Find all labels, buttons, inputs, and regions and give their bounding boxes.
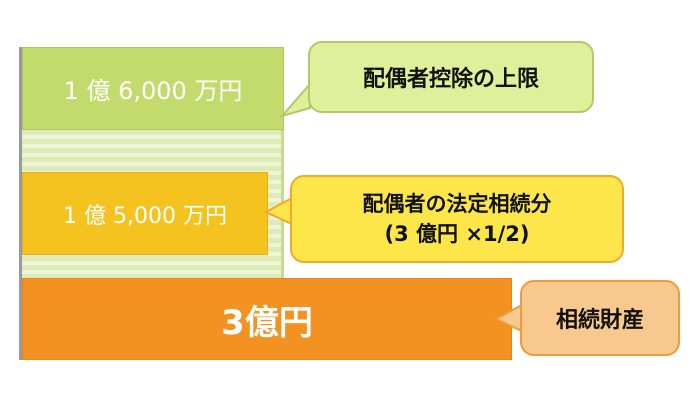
legal-share-block: 1 億 5,000 万円 — [22, 172, 268, 255]
callout-legal-share-line1: 配偶者の法定相続分 — [362, 192, 552, 216]
callout-deduction-limit: 配偶者控除の上限 — [308, 41, 594, 113]
callout-legal-share-line2: (3 億円 ×1/2) — [384, 222, 530, 246]
axis-line — [19, 47, 22, 360]
legal-share-amount: 1 億 5,000 万円 — [63, 203, 227, 229]
deduction-limit-block: 1 億 6,000 万円 — [22, 47, 284, 130]
callout-legal-share: 配偶者の法定相続分 (3 億円 ×1/2) — [290, 175, 624, 263]
deduction-limit-amount: 1 億 6,000 万円 — [63, 77, 243, 105]
callout-estate: 相続財産 — [520, 280, 680, 356]
estate-amount: 3億円 — [221, 302, 313, 343]
estate-block: 3億円 — [22, 278, 512, 360]
callout-estate-text: 相続財産 — [555, 308, 644, 333]
callout-deduction-limit-text: 配偶者控除の上限 — [362, 67, 539, 92]
